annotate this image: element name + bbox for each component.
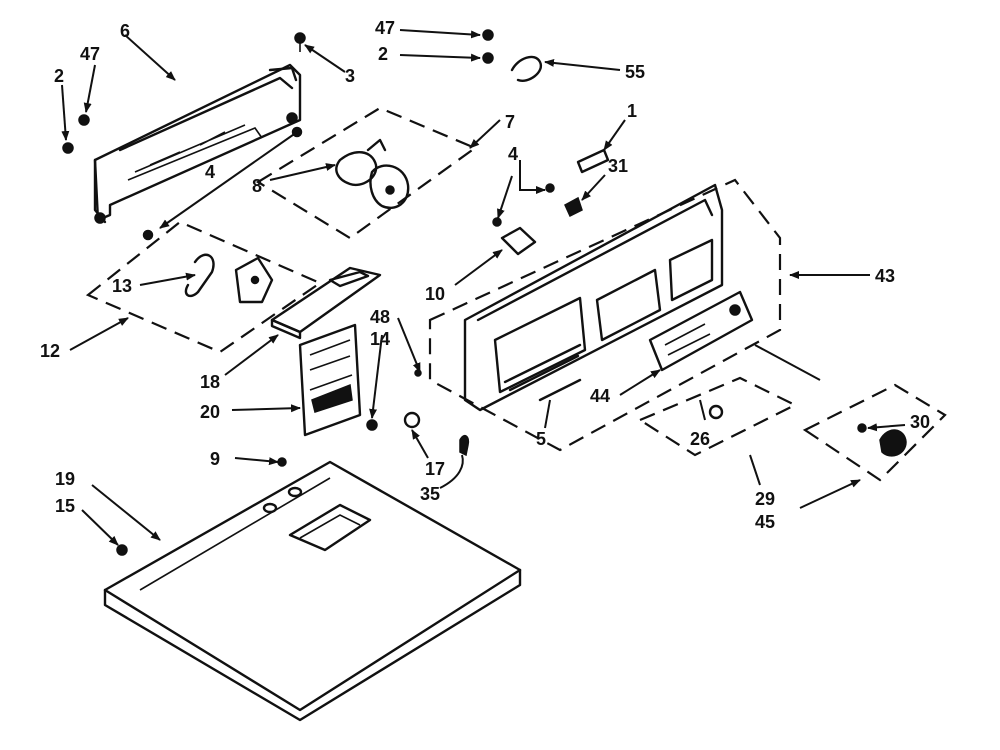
label-19: 19 (55, 469, 75, 489)
label-55: 55 (625, 62, 645, 82)
knob-assembly-center (637, 376, 798, 457)
label-10: 10 (425, 284, 445, 304)
label-9: 9 (210, 449, 220, 469)
leader-lines (61, 29, 906, 546)
label-12: 12 (40, 341, 60, 361)
label-8: 8 (252, 176, 262, 196)
label-26: 26 (690, 429, 710, 449)
label-45: 45 (755, 512, 775, 532)
label-2-top: 2 (378, 44, 388, 64)
label-48: 48 (370, 307, 390, 327)
label-29: 29 (755, 489, 775, 509)
label-15: 15 (55, 496, 75, 516)
small-parts (116, 29, 610, 556)
label-4-right: 4 (508, 144, 518, 164)
switch-assembly (85, 220, 323, 354)
label-30: 30 (910, 412, 930, 432)
label-20: 20 (200, 402, 220, 422)
label-3: 3 (345, 66, 355, 86)
label-47-left: 47 (80, 44, 100, 64)
label-2-left: 2 (54, 66, 64, 86)
label-35: 35 (420, 484, 440, 504)
label-18: 18 (200, 372, 220, 392)
switch-plate (298, 323, 362, 437)
label-31: 31 (608, 156, 628, 176)
top-panel (103, 460, 522, 722)
label-44: 44 (590, 386, 610, 406)
label-14: 14 (370, 329, 390, 349)
label-1: 1 (627, 101, 637, 121)
label-4-upper: 4 (205, 162, 215, 182)
label-47-top: 47 (375, 18, 395, 38)
label-7: 7 (505, 112, 515, 132)
rear-bracket (93, 63, 302, 224)
control-bracket (648, 290, 754, 372)
label-13: 13 (112, 276, 132, 296)
label-5: 5 (536, 429, 546, 449)
console-panel (428, 178, 782, 452)
knob-assembly-right (802, 383, 947, 482)
callout-labels: 6 47 2 3 47 2 55 1 7 4 4 31 8 13 10 43 4… (40, 18, 930, 532)
button-strip (270, 266, 382, 340)
label-17: 17 (425, 459, 445, 479)
timer-assembly (255, 106, 478, 240)
label-43: 43 (875, 266, 895, 286)
label-6: 6 (120, 21, 130, 41)
